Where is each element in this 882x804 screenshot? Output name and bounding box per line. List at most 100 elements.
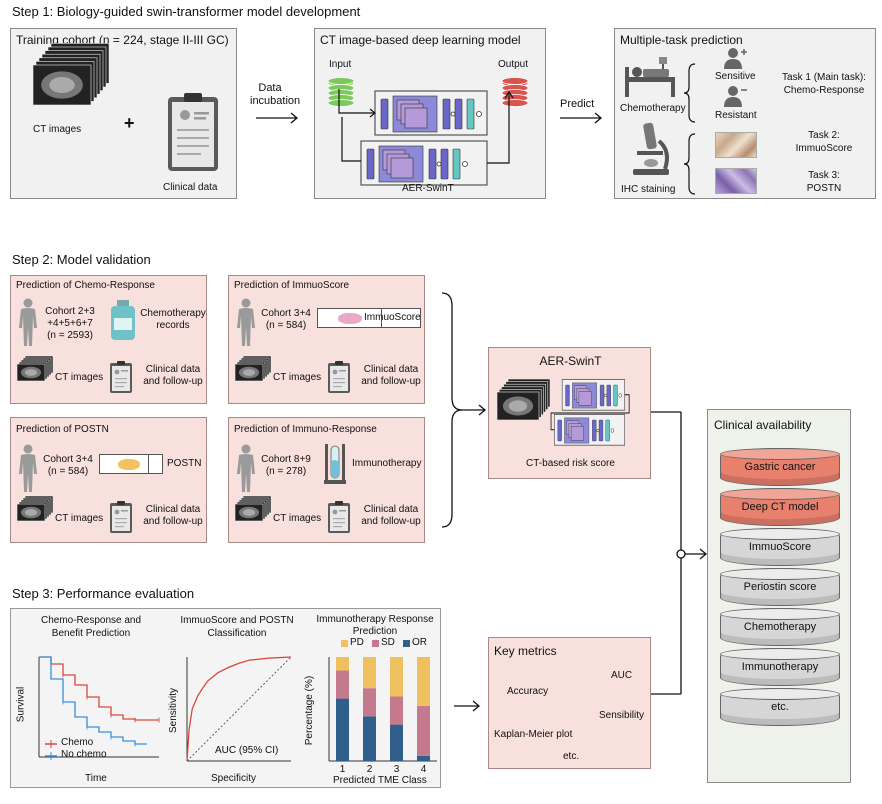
- task1-label: Task 1 (Main task):Chemo-Response: [782, 72, 866, 96]
- arrow-predict: [560, 112, 603, 124]
- multi-task-title: Multiple-task prediction: [620, 33, 743, 47]
- bar-segment-pd-3: [390, 657, 403, 697]
- microscope-icon: [633, 122, 669, 175]
- ct-stack-icon: [16, 355, 54, 382]
- clinical-layer-cap: [720, 608, 840, 620]
- km-legend-chemo-swatch: [45, 740, 57, 748]
- bar-segment-pd-4: [417, 657, 430, 706]
- bar-segment-pd-1: [336, 657, 349, 671]
- step3-title: Step 3: Performance evaluation: [12, 586, 195, 601]
- ct-images-label: CT images: [273, 513, 322, 524]
- risk-score-title: AER-SwinT: [539, 354, 602, 368]
- human-body-icon: [19, 444, 37, 492]
- input-label: Input: [329, 59, 352, 70]
- training-cohort-panel: Training cohort (n = 224, stage II-III G…: [10, 28, 237, 199]
- patient-bed-icon: [625, 57, 675, 97]
- km-legend-nochemo-swatch: [45, 752, 57, 760]
- ihc-staining-label: IHC staining: [621, 184, 676, 195]
- bar-legend-label-or: OR: [412, 637, 427, 648]
- key-metrics-title: Key metrics: [494, 644, 557, 658]
- clinical-layer-label: ImmuoScore: [748, 541, 812, 553]
- km-xlabel: Time: [85, 773, 107, 784]
- postn-slide-icon: [99, 454, 163, 474]
- clinical-layer-cap: [720, 448, 840, 460]
- roc-ylabel: Sensitivity: [168, 687, 180, 734]
- plus-sign: +: [124, 113, 135, 133]
- ct-images-label: CT images: [55, 513, 104, 524]
- postn-title: Prediction of POSTN: [16, 424, 109, 435]
- key-metrics-panel: Key metrics AUC Accuracy Sensibility Kap…: [488, 637, 651, 769]
- clipboard-icon: [328, 501, 350, 533]
- sensitive-label: Sensitive: [715, 71, 756, 82]
- brace-task23: [683, 133, 696, 195]
- postn-slide-label: POSTN: [167, 458, 202, 469]
- ihc-slide-postn-image: [715, 168, 757, 194]
- clinical-layer-cap: [720, 688, 840, 700]
- step1-title: Step 1: Biology-guided swin-transformer …: [12, 4, 361, 19]
- roc-plot: [186, 656, 292, 762]
- resistant-label: Resistant: [715, 110, 757, 121]
- bar-segment-or-2: [363, 716, 376, 761]
- swint-network-diagram: [550, 378, 630, 446]
- human-body-icon: [237, 298, 255, 346]
- arrow-data-incubation: [256, 112, 299, 124]
- metric-km-plot: Kaplan-Meier plot: [494, 729, 573, 740]
- clinical-availability-title: Clinical availability: [714, 418, 812, 432]
- postn-cohort-label: Cohort 3+4(n = 584): [43, 454, 93, 477]
- immuoscore-slide-icon: [317, 308, 421, 328]
- roc-xlabel: Specificity: [211, 773, 257, 784]
- human-body-icon: [237, 444, 255, 492]
- clinical-layer-cap: [720, 528, 840, 540]
- clinical-data-label: Clinical data: [163, 182, 218, 193]
- predict-label: Predict: [560, 98, 595, 110]
- task3-label: Task 3:POSTN: [806, 170, 842, 194]
- input-database-icon: [327, 77, 355, 107]
- ct-images-label: CT images: [273, 372, 322, 383]
- training-cohort-title: Training cohort (n = 224, stage II-III G…: [16, 33, 229, 47]
- km-legend-nochemo: No chemo: [61, 749, 107, 760]
- ct-images-label: CT images: [33, 124, 82, 135]
- immuoscore-panel: Prediction of ImmuoScore Cohort 3+4(n = …: [228, 275, 425, 404]
- sensitive-person-icon: [724, 48, 747, 69]
- model-panel: CT image-based deep learning model Input…: [314, 28, 546, 199]
- metric-accuracy: Accuracy: [507, 686, 549, 697]
- bar-ylabel: Percentage (%): [304, 675, 316, 746]
- immuoscore-title: Prediction of ImmuoScore: [234, 280, 350, 291]
- model-title: CT image-based deep learning model: [320, 33, 521, 47]
- clinical-layer-cap: [720, 568, 840, 580]
- step2-title: Step 2: Model validation: [12, 252, 151, 267]
- km-curve-nochemo: [39, 656, 147, 745]
- ct-stack-icon: [234, 495, 272, 522]
- roc-auc-label: AUC (95% CI): [215, 745, 279, 756]
- clinical-layer-label: etc.: [771, 701, 789, 713]
- immuno-response-title: Prediction of Immuno-Response: [234, 424, 377, 435]
- bar-tick-label: 2: [367, 764, 373, 775]
- output-label: Output: [498, 59, 529, 70]
- ct-images-label: CT images: [55, 372, 104, 383]
- clinical-layer-cap: [720, 488, 840, 500]
- immunotherapy-label: Immunotherapy: [352, 458, 422, 469]
- bar-tick-label: 3: [394, 764, 400, 775]
- bar-segment-or-3: [390, 724, 403, 761]
- clipboard-icon: [328, 361, 350, 393]
- human-body-icon: [19, 298, 37, 346]
- chemo-response-title: Prediction of Chemo-Response: [16, 280, 155, 291]
- ct-stack-icon: [32, 43, 113, 125]
- bar-legend-label-pd: PD: [350, 637, 364, 648]
- bar-xlabel: Predicted TME Class: [333, 775, 427, 786]
- clinical-layer-label: Chemotherapy: [743, 621, 817, 633]
- bar-segment-sd-3: [390, 696, 403, 725]
- immuno-response-panel: Prediction of Immuno-Response Cohort 8+9…: [228, 417, 425, 543]
- bar-segment-sd-1: [336, 670, 349, 699]
